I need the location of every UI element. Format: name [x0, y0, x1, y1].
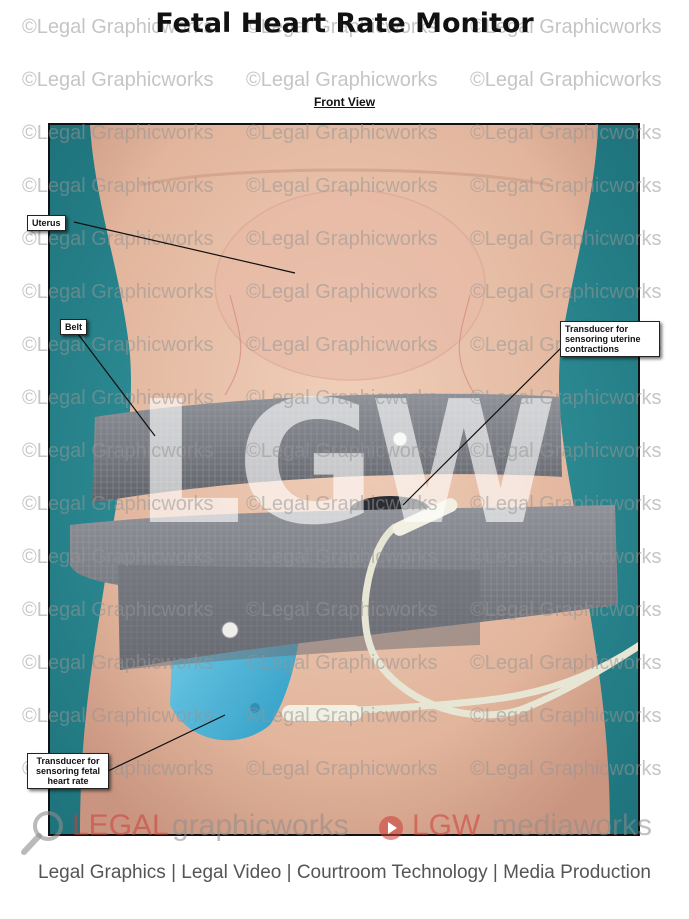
belt-callout: Belt [60, 319, 88, 335]
uterine-transducer-label-line-2: sensoring uterine [565, 334, 641, 344]
watermark-text: ©Legal Graphicworks [246, 69, 438, 91]
uterus-label: Uterus [32, 218, 61, 228]
uterus-callout: Uterus [27, 215, 66, 231]
brand-lgw: LGW [412, 809, 481, 842]
fetal-transducer-callout: Transducer for sensoring fetal heart rat… [27, 753, 109, 789]
footer-tagline: Legal Graphics | Legal Video | Courtroom… [38, 862, 651, 883]
fetal-transducer-label-line-3: heart rate [47, 776, 89, 786]
lower-belt-button [221, 621, 239, 639]
view-subtitle: Front View [313, 95, 376, 109]
belt-flap [118, 565, 480, 670]
fetal-transducer-label-line-2: sensoring fetal [35, 766, 100, 776]
page-title: Fetal Heart Rate Monitor [155, 8, 534, 39]
uterus-vessel-left [224, 294, 242, 396]
brand-graphicworks: graphicworks [172, 809, 349, 842]
watermark-text: ©Legal Graphicworks [22, 69, 214, 91]
brand-legal: LEGAL [72, 809, 169, 842]
uterine-transducer-label-line-3: contractions [565, 344, 620, 354]
ribcage-shadow [139, 168, 551, 187]
uterine-transducer-label-line-1: Transducer for [565, 324, 629, 334]
belt-label: Belt [65, 322, 83, 332]
fetal-transducer-label-line-1: Transducer for [36, 756, 100, 766]
torso-illustration [50, 125, 638, 834]
fetal-transducer-button [250, 703, 260, 713]
uterus-outline [214, 189, 486, 381]
play-icon [379, 816, 403, 840]
upper-belt-button [392, 431, 408, 447]
brand-mediaworks: mediaworks [492, 809, 653, 842]
magnifier-icon [21, 811, 63, 855]
watermark-text: ©Legal Graphicworks [470, 69, 662, 91]
cable-connector-fetal [282, 705, 362, 721]
uterine-transducer-callout: Transducer for sensoring uterine contrac… [560, 321, 660, 357]
cable-connector-uterine [392, 498, 458, 536]
illustration-frame [48, 123, 640, 836]
brand-watermark: LEGAL graphicworks LGW mediaworks [0, 806, 689, 855]
